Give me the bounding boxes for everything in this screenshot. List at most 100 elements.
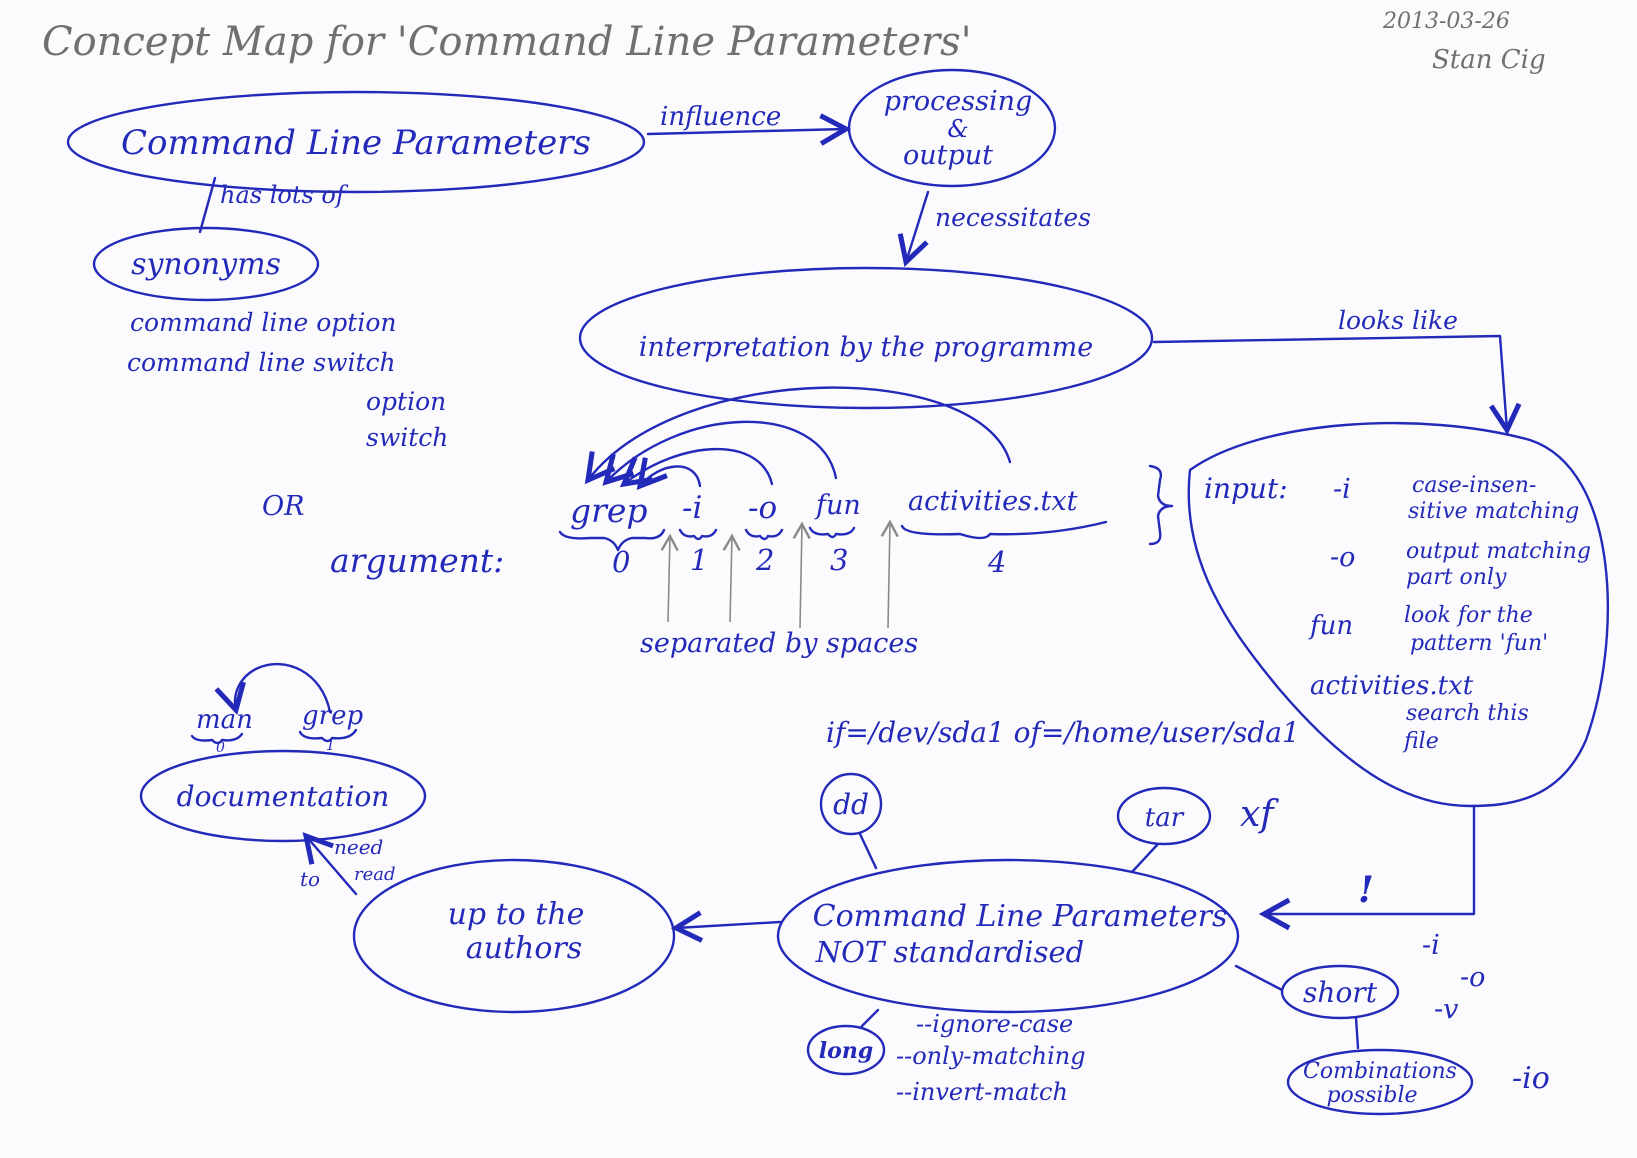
node-interpretation [578,266,1154,410]
node-notstd-line2: NOT standardised [815,935,1084,969]
dd-example: if=/dev/sda1 of=/home/user/sda1 [826,716,1300,749]
link-necessitates: necessitates [935,203,1091,232]
token-fun: fun [814,490,861,521]
node-tar [1116,786,1212,846]
synonym-command-line-option: command line option [130,308,397,337]
input-key-activities: activities.txt [1310,671,1474,701]
dd-link [858,832,878,870]
grep-label: grep [302,701,363,731]
input-desc-i-2: sitive matching [1408,499,1579,524]
node-interpretation-label: interpretation by the programme [639,332,1093,363]
link-read: read [354,864,396,885]
token-i: -i [682,490,702,526]
brace-o [744,528,784,541]
man-brace [190,732,244,745]
date: 2013-03-26 [1382,9,1510,34]
node-command-line-parameters [66,90,646,194]
node-documentation [139,749,427,843]
node-notstd-line1: Command Line Parameters [813,899,1228,934]
brace-i [678,528,718,541]
node-tar-label: tar [1145,803,1185,833]
brace-fun [808,526,856,539]
space-arrow-1 [660,533,679,623]
link-to: to [300,867,320,891]
node-documentation-label: documentation [177,780,390,813]
argument-index-1: 1 [690,543,708,577]
input-key-o: -o [1330,542,1355,573]
brace-grep [558,528,666,552]
input-key-i: -i [1333,474,1351,505]
short-flag-o: -o [1460,962,1485,993]
notstd-to-authors-arrow [670,910,782,943]
space-arrow-3 [792,521,811,629]
node-authors-line1: up to the [448,897,585,932]
man-label: man [196,705,253,735]
node-authors-line2: authors [466,931,582,966]
influence-arrow [646,113,852,146]
node-short [1280,964,1400,1020]
node-long-label: long [819,1038,873,1064]
argument-index-4: 4 [987,545,1006,579]
input-desc-i-1: case-insen- [1412,473,1536,498]
token-o: -o [748,490,777,526]
has-lots-of-line [198,176,217,234]
node-processing-label: processing [884,86,1033,117]
node-command-line-parameters-label: Command Line Parameters [121,123,591,163]
arc-activities-to-grep [584,386,1012,485]
necessitates-arrow [897,190,930,267]
space-arrow-4 [880,519,899,629]
input-desc-o-1: output matching [1406,539,1591,564]
link-looks-like: looks like [1338,306,1458,335]
arc-i-to-grep [636,457,702,490]
combinations-link [1354,1016,1360,1050]
synonym-switch: switch [366,423,448,452]
input-desc-o-2: part only [1406,565,1507,590]
short-flag-i: -i [1422,930,1440,961]
node-synonyms [92,226,320,302]
combo-flag: -io [1512,1061,1550,1096]
node-short-label: short [1303,976,1378,1009]
synonym-command-line-switch: command line switch [127,348,396,377]
node-dd [819,772,883,836]
short-link [1234,964,1284,992]
argument-index-0: 0 [612,545,630,579]
man-index: 0 [216,740,225,756]
node-combinations [1286,1048,1474,1116]
looks-like-arrow [1152,334,1522,436]
grep-index: 1 [326,738,335,754]
token-grep: grep [570,491,648,530]
page-title: Concept Map for 'Command Line Parameters… [42,19,972,65]
tar-link [1130,842,1160,874]
synonym-option: option [366,387,446,416]
argument-index-3: 3 [830,543,848,577]
node-not-standardised [776,858,1240,1014]
node-dd-label: dd [833,788,869,821]
long-link [860,1008,880,1028]
input-desc-activities-2: file [1402,729,1439,754]
link-has-lots-of: has lots of [220,181,349,209]
node-processing-output [847,68,1057,188]
node-synonyms-label: synonyms [131,247,281,282]
node-processing-amp: & [947,115,968,143]
token-activities: activities.txt [908,486,1078,517]
argument-label: argument: [330,541,504,580]
input-to-notstd-arrow [1258,804,1476,931]
node-output-label: output [903,140,993,171]
man-grep-arrow [214,663,332,716]
brace-activities [900,520,1108,540]
long-flag-only-matching: --only-matching [896,1042,1086,1070]
short-flag-v: -v [1434,994,1458,1025]
grep-brace [298,728,358,743]
link-need: need [334,835,383,859]
node-combinations-line1: Combinations [1303,1059,1457,1084]
node-long [806,1024,886,1076]
signature: Stan Cig [1432,45,1546,75]
input-label: input: [1204,472,1288,505]
separated-by-spaces: separated by spaces [640,628,918,659]
tar-flags: xf [1240,794,1279,835]
arc-fun-to-grep [602,420,838,486]
or-label: OR [262,491,304,522]
input-key-fun: fun [1308,611,1353,641]
input-desc-activities-1: search this [1406,701,1529,726]
